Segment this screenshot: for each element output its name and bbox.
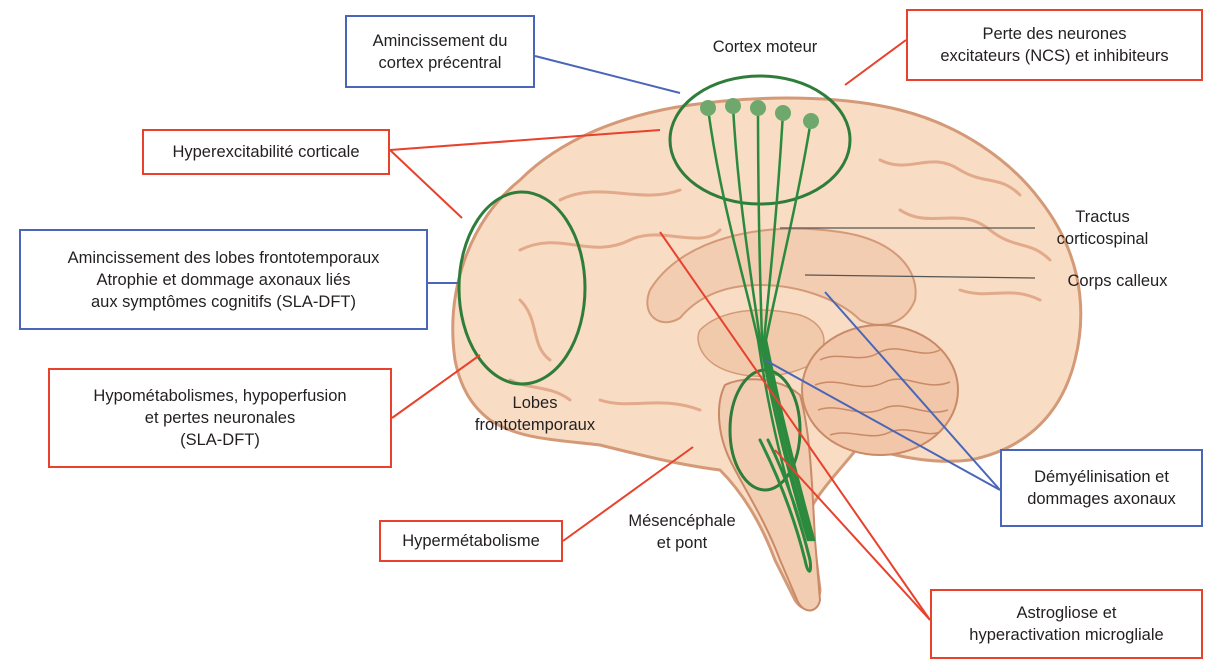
box-astrogliose: Astrogliose et hyperactivation microglia… [930, 589, 1203, 659]
box-hyperexcitabilite: Hyperexcitabilité corticale [142, 129, 390, 175]
box-demyelinisation: Démyélinisation et dommages axonaux [1000, 449, 1203, 527]
label-lobes: Lobes frontotemporaux [455, 392, 615, 436]
brainstem [719, 379, 820, 610]
box-amincissement-lobes: Amincissement des lobes frontotemporaux … [19, 229, 428, 330]
box-amincissement-cortex: Amincissement du cortex précentral [345, 15, 535, 88]
label-mesencephale: Mésencéphale et pont [612, 510, 752, 554]
box-hypometabolismes: Hypométabolismes, hypoperfusion et perte… [48, 368, 392, 468]
box-hypermetabolisme: Hypermétabolisme [379, 520, 563, 562]
label-tractus: Tractus corticospinal [1040, 206, 1165, 250]
box-perte-neurones: Perte des neurones excitateurs (NCS) et … [906, 9, 1203, 81]
label-corps-calleux: Corps calleux [1045, 270, 1190, 292]
label-cortex-moteur: Cortex moteur [680, 36, 850, 58]
